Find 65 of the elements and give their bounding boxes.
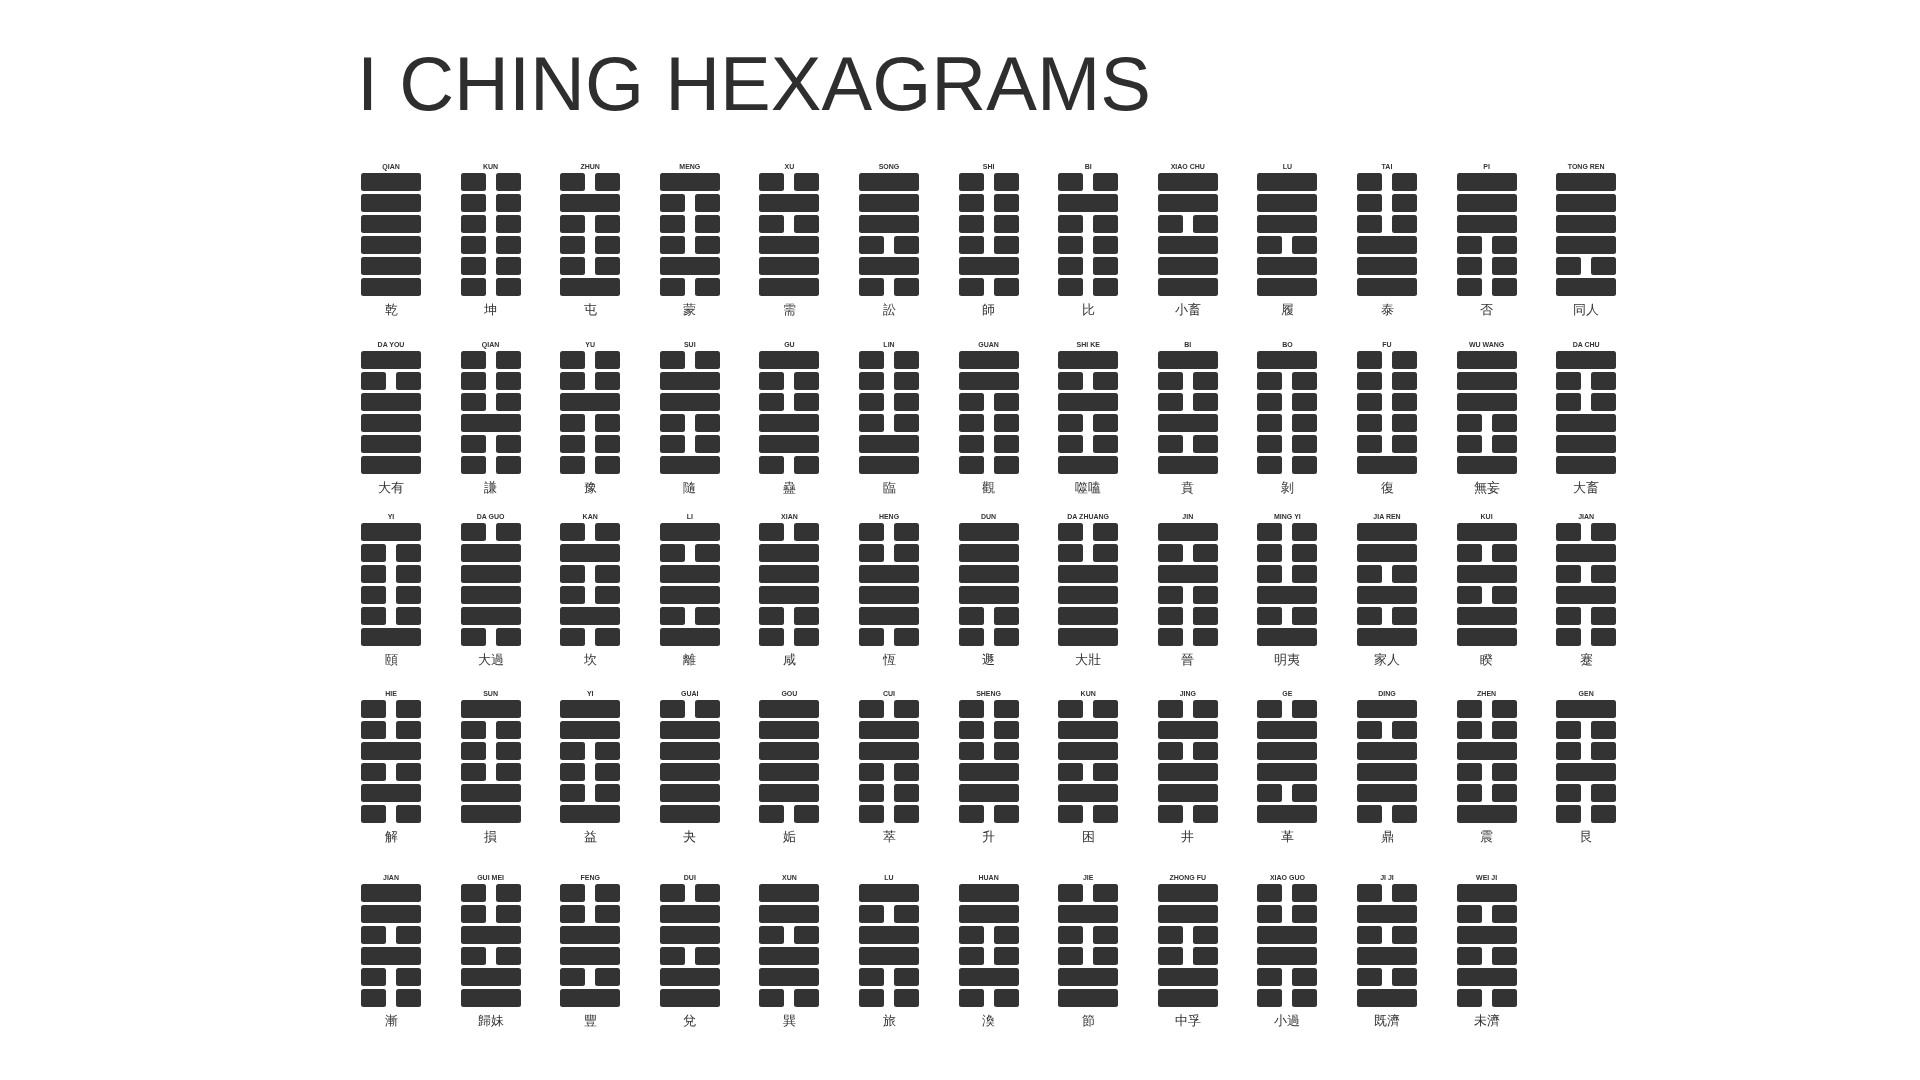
chinese-name: 家人 [1373, 651, 1401, 669]
chinese-name: 恆 [881, 651, 897, 669]
chinese-name: 同人 [1572, 301, 1601, 319]
chinese-name: 兌 [682, 1012, 698, 1030]
chinese-name: 解 [383, 828, 399, 846]
chinese-name: 困 [1080, 828, 1096, 846]
chinese-name: 小過 [1273, 1012, 1302, 1030]
chinese-name: 姤 [781, 828, 797, 846]
chinese-name: 乾 [383, 301, 399, 319]
chinese-name: 需 [781, 301, 797, 319]
chinese-name: 萃 [881, 828, 897, 846]
chinese-name: 大壯 [1074, 651, 1103, 669]
chinese-name: 剝 [1279, 479, 1295, 497]
chinese-name: 履 [1279, 301, 1295, 319]
chinese-name: 旅 [881, 1012, 897, 1030]
chinese-name: 噬嗑 [1074, 479, 1103, 497]
chinese-name: 大畜 [1572, 479, 1601, 497]
chinese-name: 頤 [383, 651, 399, 669]
chinese-name: 睽 [1479, 651, 1495, 669]
chinese-name: 中孚 [1173, 1012, 1202, 1030]
chinese-name: 鼎 [1379, 828, 1395, 846]
chinese-name: 蹇 [1578, 651, 1594, 669]
chinese-name: 漸 [383, 1012, 399, 1030]
chinese-name: 比 [1080, 301, 1096, 319]
chinese-name: 井 [1180, 828, 1196, 846]
chinese-name: 升 [981, 828, 997, 846]
chinese-name: 大有 [377, 479, 405, 497]
chinese-name: 歸妹 [476, 1012, 505, 1030]
chinese-name: 晉 [1180, 651, 1196, 669]
chinese-name: 臨 [881, 479, 897, 497]
chinese-name: 遯 [981, 651, 997, 669]
chinese-name: 渙 [981, 1012, 997, 1030]
chinese-name: 隨 [682, 479, 698, 497]
chinese-name: 革 [1279, 828, 1295, 846]
title: I CHING HEXAGRAMS [357, 40, 1151, 127]
chinese-name: 損 [483, 828, 499, 846]
chinese-name: 明夷 [1273, 651, 1302, 669]
chinese-name: 既濟 [1373, 1012, 1401, 1030]
chinese-name: 賁 [1180, 479, 1196, 497]
chinese-name: 豐 [582, 1012, 598, 1030]
chinese-name: 屯 [582, 301, 598, 319]
chinese-name: 大過 [476, 651, 505, 669]
chinese-name: 夬 [682, 828, 698, 846]
chinese-name: 節 [1080, 1012, 1096, 1030]
chinese-name: 泰 [1379, 301, 1395, 319]
chinese-name: 豫 [582, 479, 598, 497]
chinese-name: 艮 [1578, 828, 1594, 846]
chinese-name: 蒙 [682, 301, 698, 319]
chinese-name: 震 [1479, 828, 1495, 846]
chinese-name: 師 [981, 301, 997, 319]
chinese-name: 咸 [781, 651, 797, 669]
chinese-name: 蠱 [781, 479, 797, 497]
chinese-name: 復 [1379, 479, 1395, 497]
chinese-name: 離 [682, 651, 698, 669]
chinese-name: 訟 [881, 301, 897, 319]
chinese-name: 否 [1479, 301, 1495, 319]
chinese-name: 無妄 [1472, 479, 1501, 497]
chinese-name: 巽 [781, 1012, 797, 1030]
chinese-name: 謙 [483, 479, 499, 497]
chinese-name: 坤 [483, 301, 499, 319]
chinese-name: 坎 [582, 651, 598, 669]
chinese-name: 小畜 [1173, 301, 1202, 319]
chinese-name: 益 [582, 828, 598, 846]
chinese-name: 觀 [981, 479, 997, 497]
chinese-name: 未濟 [1472, 1012, 1501, 1030]
